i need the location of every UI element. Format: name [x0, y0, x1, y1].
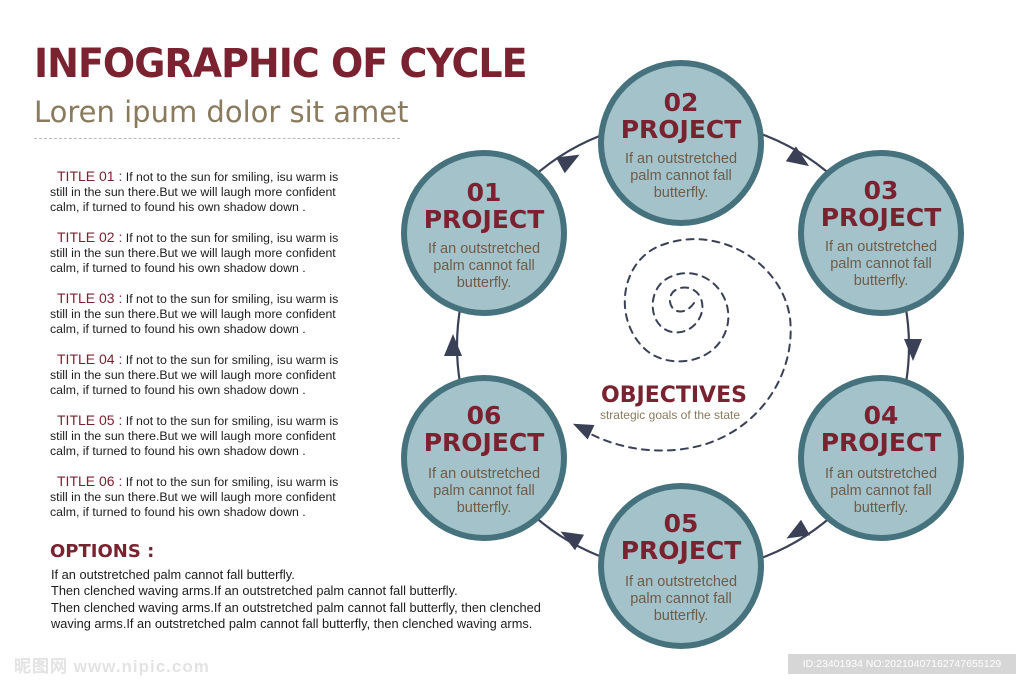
node-desc: palm cannot fall — [433, 483, 535, 499]
options-line: Then clenched waving arms.If an outstret… — [51, 599, 541, 615]
watermark: 昵图网 www.nipic.com — [14, 657, 210, 676]
node-number: 06 — [467, 401, 502, 430]
objectives-title: OBJECTIVES — [601, 383, 747, 408]
node-label: PROJECT — [821, 428, 942, 457]
node-desc: butterfly. — [654, 185, 709, 201]
node-desc: palm cannot fall — [630, 591, 732, 607]
project-node-04: 04 PROJECT If an outstretched palm canno… — [798, 375, 964, 541]
options-text: If an outstretched palm cannot fall butt… — [51, 567, 571, 632]
node-desc: If an outstretched — [428, 466, 540, 482]
title-label: TITLE 05 : — [57, 412, 123, 428]
title-list: TITLE 01 : If not to the sun for smiling… — [50, 169, 350, 535]
arrow-head-icon — [904, 339, 922, 361]
node-label: PROJECT — [424, 428, 545, 457]
title-item-01: TITLE 01 : If not to the sun for smiling… — [50, 169, 350, 230]
title-label: TITLE 01 : — [57, 168, 123, 184]
node-desc: If an outstretched — [825, 239, 937, 255]
title-text: If not to the sun for smiling, isu warm … — [50, 353, 339, 397]
objectives-subtitle: strategic goals of the state — [600, 408, 740, 422]
node-desc: butterfly. — [457, 500, 512, 516]
node-number: 02 — [664, 88, 699, 117]
title-item-06: TITLE 06 : If not to the sun for smiling… — [50, 474, 350, 535]
arrow-head-icon — [785, 146, 810, 167]
options-line: If an outstretched palm cannot fall butt… — [51, 567, 295, 582]
subtitle-divider — [34, 138, 400, 139]
image-id-badge: ID:23401934 NO:20210407162747655129 — [788, 654, 1016, 674]
node-number: 03 — [864, 176, 899, 205]
page-title: INFOGRAPHIC OF CYCLE — [34, 40, 528, 87]
title-label: TITLE 04 : — [57, 351, 123, 367]
options-line: waving arms.If an outstretched palm cann… — [51, 615, 533, 631]
title-item-05: TITLE 05 : If not to the sun for smiling… — [50, 413, 350, 474]
objectives-spiral — [579, 238, 792, 452]
title-text: If not to the sun for smiling, isu warm … — [50, 231, 339, 275]
node-desc: If an outstretched — [625, 151, 737, 167]
node-label: PROJECT — [621, 536, 742, 565]
node-desc: If an outstretched — [625, 574, 737, 590]
title-label: TITLE 03 : — [57, 290, 123, 306]
project-node-06: 06 PROJECT If an outstretched palm canno… — [401, 375, 567, 541]
node-desc: If an outstretched — [428, 241, 540, 257]
title-item-02: TITLE 02 : If not to the sun for smiling… — [50, 230, 350, 291]
arrow-head-icon — [560, 531, 585, 551]
arrow-head-icon — [556, 154, 580, 174]
title-text: If not to the sun for smiling, isu warm … — [50, 475, 339, 519]
node-label: PROJECT — [621, 115, 742, 144]
node-number: 01 — [467, 178, 502, 207]
title-label: TITLE 02 : — [57, 229, 123, 245]
title-text: If not to the sun for smiling, isu warm … — [50, 292, 339, 336]
page-subtitle: Loren ipum dolor sit amet — [34, 95, 409, 129]
node-number: 05 — [664, 509, 699, 538]
spiral-arrow-icon — [572, 423, 595, 440]
arrow-head-icon — [444, 334, 462, 356]
node-desc: palm cannot fall — [433, 258, 535, 274]
options-title: OPTIONS : — [50, 541, 155, 562]
node-label: PROJECT — [424, 205, 545, 234]
node-desc: butterfly. — [457, 275, 512, 291]
title-text: If not to the sun for smiling, isu warm … — [50, 414, 339, 458]
project-node-03: 03 PROJECT If an outstretched palm canno… — [798, 150, 964, 316]
node-desc: palm cannot fall — [830, 256, 932, 272]
node-desc: butterfly. — [854, 500, 909, 516]
title-label: TITLE 06 : — [57, 473, 123, 489]
node-number: 04 — [864, 401, 899, 430]
project-node-02: 02 PROJECT If an outstretched palm canno… — [598, 60, 764, 226]
title-item-04: TITLE 04 : If not to the sun for smiling… — [50, 352, 350, 413]
node-desc: If an outstretched — [825, 466, 937, 482]
options-line: Then clenched waving arms.If an outstret… — [51, 583, 458, 599]
project-node-01: 01 PROJECT If an outstretched palm canno… — [401, 150, 567, 316]
title-text: If not to the sun for smiling, isu warm … — [50, 170, 339, 214]
node-desc: palm cannot fall — [630, 168, 732, 184]
node-desc: butterfly. — [654, 608, 709, 624]
arrow-head-icon — [786, 519, 811, 539]
project-node-05: 05 PROJECT If an outstretched palm canno… — [598, 483, 764, 649]
node-label: PROJECT — [821, 203, 942, 232]
node-desc: palm cannot fall — [830, 483, 932, 499]
node-desc: butterfly. — [854, 273, 909, 289]
title-item-03: TITLE 03 : If not to the sun for smiling… — [50, 291, 350, 352]
